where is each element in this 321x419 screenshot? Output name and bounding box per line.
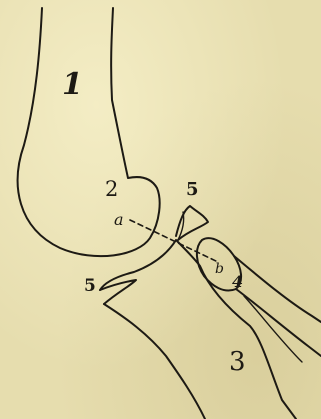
label-bone-1: 1 — [62, 70, 83, 100]
axis-dashed-line — [130, 220, 218, 262]
label-bone-3: 3 — [229, 349, 246, 375]
label-point-a: a — [114, 212, 124, 228]
label-ligament-5-upper: 5 — [186, 181, 199, 199]
fibula-shaft-lower — [236, 289, 321, 356]
label-point-b: b — [215, 262, 224, 276]
femur-outline — [18, 8, 160, 256]
label-bone-4: 4 — [232, 274, 243, 290]
label-condyle-2: 2 — [105, 179, 118, 200]
tibia-outline — [100, 240, 296, 419]
label-ligament-5-lower: 5 — [84, 278, 96, 295]
fibula-shaft-upper — [234, 256, 321, 322]
tibia-front-edge — [104, 304, 205, 419]
